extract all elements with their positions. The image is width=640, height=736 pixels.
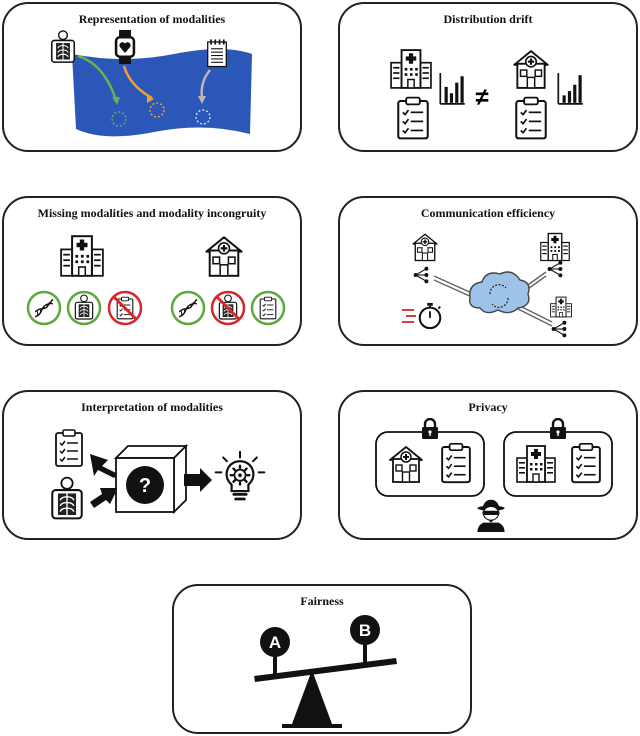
stopwatch-icon [418,302,442,330]
hospital-icon [540,232,570,262]
clipboard-icon [55,429,83,467]
hospital-icon [390,49,432,89]
clipboard-icon [441,442,471,484]
sync-icon [489,284,509,308]
embedding-green [111,111,127,127]
representation-art [50,30,252,137]
arrow-grey [200,69,211,99]
interpretation-art: ? [51,429,266,520]
xray-icon [50,30,76,63]
speed-lines [402,309,416,323]
lock-icon [548,418,568,440]
hospital-icon [550,296,572,318]
clinic-icon [513,50,549,89]
bar-chart-icon [439,72,466,105]
missing-art [26,235,286,326]
black-box-cube [113,443,189,515]
drift-art: ≠ [390,49,584,140]
panel-representation: Representation of modalities [2,2,302,152]
strike-line [113,296,137,320]
lock-icon [420,418,440,440]
clipboard-icon [571,442,601,484]
panel-missing-modalities: Missing modalities and modality incongru… [2,196,302,346]
cloud-shape [469,271,530,314]
clipboard-icon [515,96,547,140]
fairness-art: A B [254,615,397,728]
clinic-icon [205,236,243,277]
panel-title: Privacy [468,400,508,414]
communication-art [402,232,572,338]
label-b: B [359,621,371,640]
question-mark: ? [139,475,151,497]
clipboard-icon [397,96,429,140]
weight-a [260,627,290,657]
notepad-icon [207,38,227,68]
embedding-grey [195,109,211,125]
xray-icon [51,476,83,520]
arrow-green [77,54,118,101]
embedding-orange [149,102,165,118]
spy-icon [476,499,506,532]
bar-chart-icon [557,72,584,105]
label-a: A [269,633,281,652]
strike-line [216,296,240,320]
panel-title: Communication efficiency [420,206,556,220]
panel-title: Representation of modalities [78,12,226,26]
weight-b [350,615,380,645]
panel-privacy: Privacy [338,390,638,540]
panel-title: Missing modalities and modality incongru… [37,206,267,220]
network-icon [413,266,429,284]
not-equal-symbol: ≠ [475,84,488,111]
arrow-in [90,488,118,508]
panel-interpretation: Interpretation of modalities ? [2,390,302,540]
panel-fairness: Fairness A B [172,584,472,734]
latent-space-wave [72,49,252,137]
panel-title: Fairness [300,594,344,608]
panel-communication-efficiency: Communication efficiency [338,196,638,346]
privacy-art [375,418,613,532]
clinic-icon [412,233,438,262]
panel-title: Distribution drift [443,12,533,26]
seesaw-fulcrum [292,670,332,724]
hospital-icon [60,235,104,277]
panel-distribution-drift: Distribution drift ≠ [338,2,638,152]
clipboard-icon [259,296,277,320]
arrow-out [184,468,212,492]
arrow-in [90,454,118,478]
network-icon [551,320,567,338]
panel-title: Interpretation of modalities [81,400,223,414]
network-icon [547,260,563,278]
seesaw-plank [254,658,397,682]
lightbulb-icon [214,450,266,502]
